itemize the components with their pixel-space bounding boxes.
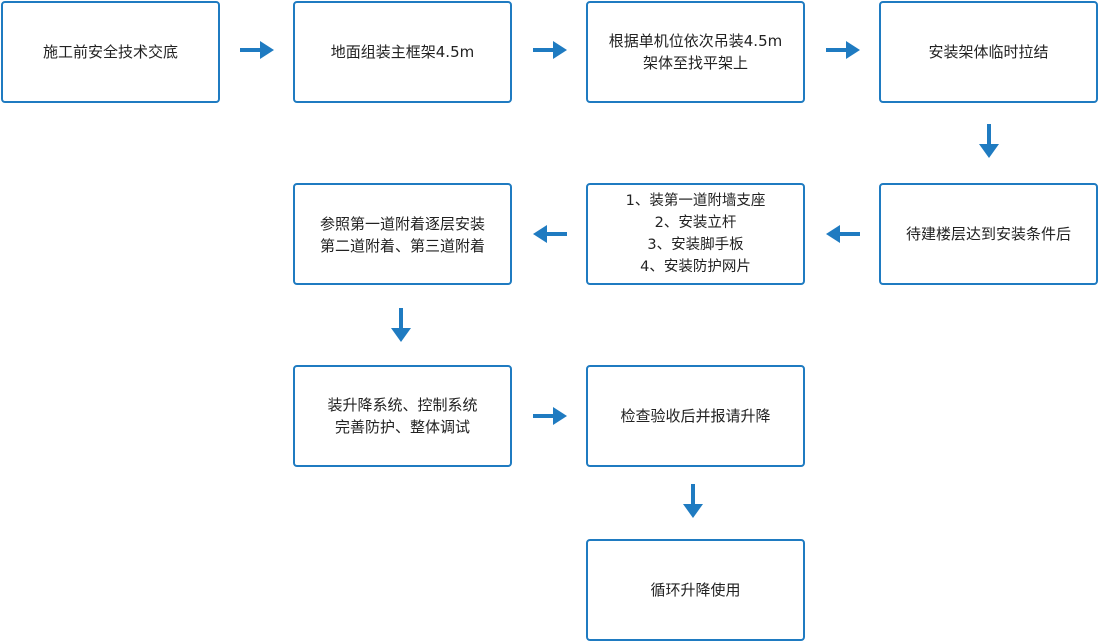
flow-step-8: 装升降系统、控制系统 完善防护、整体调试	[293, 365, 512, 467]
flow-step-10: 循环升降使用	[586, 539, 805, 641]
flow-step-6-line-3: 3、安装脚手板	[647, 237, 744, 253]
flow-step-9: 检查验收后并报请升降	[586, 365, 805, 467]
flow-step-6-line-2: 2、安装立杆	[654, 215, 737, 231]
flow-step-8-line-2: 完善防护、整体调试	[334, 418, 470, 436]
flow-step-9-line-1: 检查验收后并报请升降	[620, 407, 771, 425]
flow-step-1-line-1: 施工前安全技术交底	[42, 43, 178, 61]
flow-step-4-line-1: 安装架体临时拉结	[928, 43, 1049, 61]
flow-step-6-line-4: 4、安装防护网片	[640, 259, 751, 275]
flow-step-2-line-1: 地面组装主框架4.5m	[330, 43, 475, 61]
flow-step-3-line-1: 根据单机位依次吊装4.5m	[608, 32, 783, 50]
flow-step-5: 待建楼层达到安装条件后	[879, 183, 1098, 285]
arrow-down-icon	[390, 308, 412, 342]
flow-step-2: 地面组装主框架4.5m	[293, 1, 512, 103]
arrow-right-icon	[533, 40, 567, 60]
arrow-down-icon	[978, 124, 1000, 158]
flow-step-5-line-1: 待建楼层达到安装条件后	[905, 225, 1071, 243]
arrow-right-icon	[240, 40, 274, 60]
flow-step-7-line-1: 参照第一道附着逐层安装	[319, 215, 485, 233]
flow-step-10-line-1: 循环升降使用	[650, 581, 741, 599]
arrow-right-icon	[533, 406, 567, 426]
arrow-left-icon	[826, 224, 860, 244]
flow-step-4: 安装架体临时拉结	[879, 1, 1098, 103]
arrow-right-icon	[826, 40, 860, 60]
arrow-down-icon	[682, 484, 704, 518]
flow-step-1: 施工前安全技术交底	[1, 1, 220, 103]
flow-step-6: 1、装第一道附墙支座 2、安装立杆 3、安装脚手板 4、安装防护网片	[586, 183, 805, 285]
flow-step-7: 参照第一道附着逐层安装 第二道附着、第三道附着	[293, 183, 512, 285]
flow-step-8-line-1: 装升降系统、控制系统	[327, 396, 478, 414]
flow-step-6-line-1: 1、装第一道附墙支座	[625, 193, 766, 209]
flow-step-7-line-2: 第二道附着、第三道附着	[319, 237, 485, 255]
flow-step-3-line-2: 架体至找平架上	[642, 54, 748, 72]
flow-step-3: 根据单机位依次吊装4.5m 架体至找平架上	[586, 1, 805, 103]
arrow-left-icon	[533, 224, 567, 244]
